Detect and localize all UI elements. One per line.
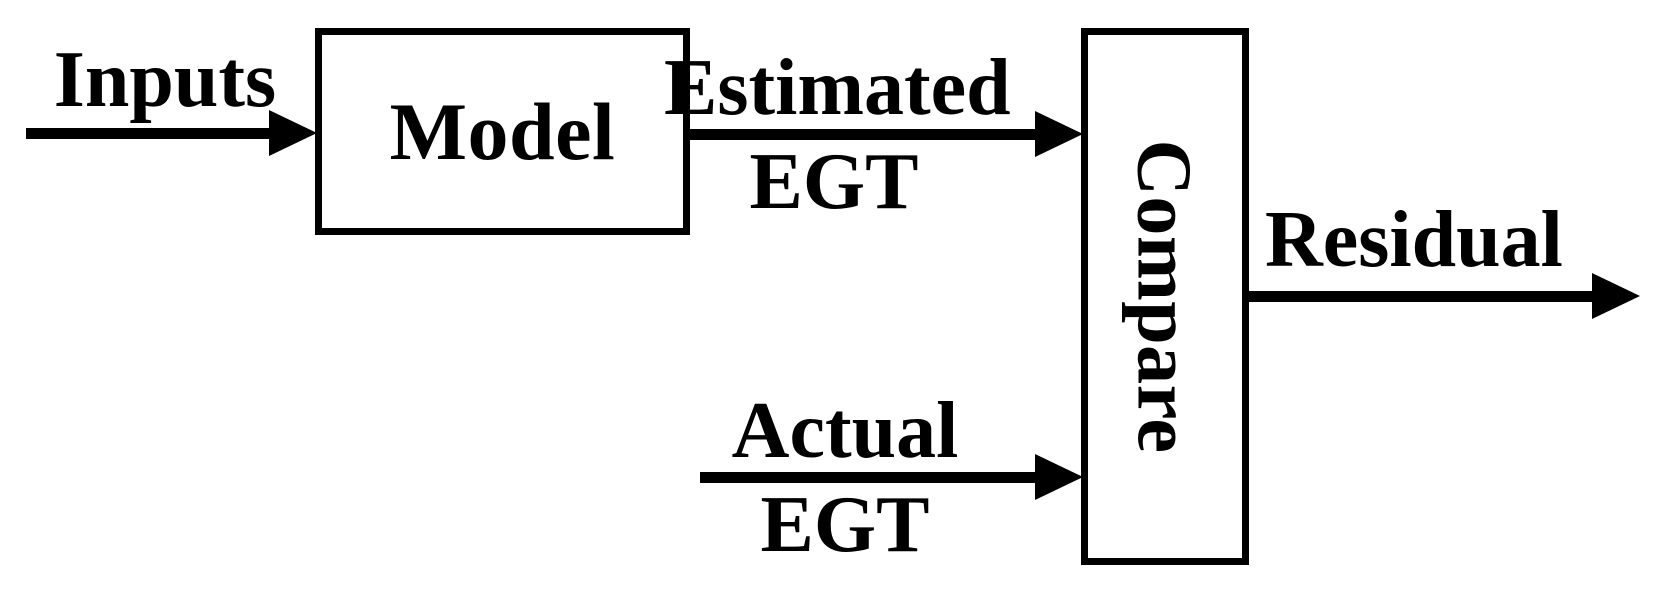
arrow-inputs-head bbox=[269, 110, 317, 156]
block-model[interactable]: Model bbox=[315, 28, 690, 235]
arrow-actual-egt-shaft bbox=[700, 472, 1035, 483]
flow-label-estimated-egt: EGT bbox=[749, 138, 919, 226]
arrow-estimated-egt-head bbox=[1035, 111, 1083, 157]
flow-label-residual: Residual bbox=[1265, 196, 1563, 284]
flow-label-estimated: Estimated bbox=[664, 44, 1011, 132]
arrow-actual-egt-head bbox=[1035, 454, 1083, 500]
flow-label-actual: Actual bbox=[731, 387, 959, 475]
arrow-inputs-shaft bbox=[26, 128, 269, 139]
flow-label-inputs: Inputs bbox=[53, 36, 277, 124]
flow-label-actual-egt: EGT bbox=[760, 481, 930, 569]
arrow-residual-shaft bbox=[1243, 291, 1592, 302]
block-compare[interactable]: Compare bbox=[1081, 28, 1249, 565]
arrow-estimated-egt-shaft bbox=[686, 129, 1035, 140]
block-model-label: Model bbox=[389, 85, 616, 177]
arrow-residual-head bbox=[1592, 273, 1640, 319]
